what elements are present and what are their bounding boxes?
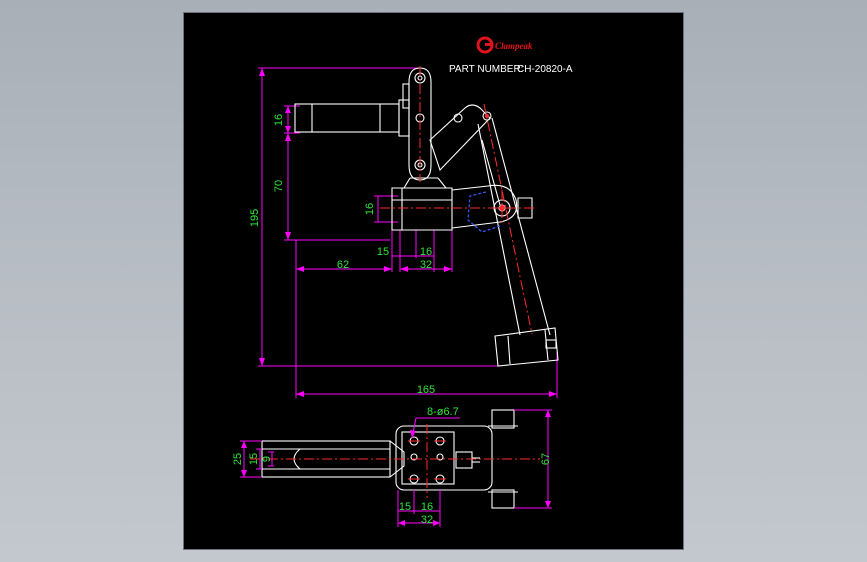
front-center-lines xyxy=(380,66,536,335)
front-arrowheads xyxy=(259,68,557,397)
dim-195: 195 xyxy=(249,209,261,227)
part-number-value: CH-20820-A xyxy=(517,64,573,75)
dim-70: 70 xyxy=(273,180,285,192)
plan-arrowheads xyxy=(241,410,551,526)
dim-165: 165 xyxy=(417,384,435,396)
plan-dimension-texts: 8-ø6.7 25 15 9 67 15 16 32 xyxy=(232,406,552,526)
part-number-label: PART NUMBER: xyxy=(449,64,523,75)
dim-62: 62 xyxy=(337,259,349,271)
dim-9: 9 xyxy=(261,456,273,462)
logo-text: Clampeak xyxy=(495,41,533,51)
front-hidden-lines xyxy=(467,191,501,233)
plan-center-lines xyxy=(250,424,540,498)
logo: Clampeak xyxy=(476,36,533,54)
dim-15-bottom: 15 xyxy=(399,501,411,513)
front-pivot-markers xyxy=(485,114,505,211)
dim-16-base: 16 xyxy=(420,246,432,258)
dim-32-bottom: 32 xyxy=(421,514,433,526)
dim-67: 67 xyxy=(540,453,552,465)
dim-25: 25 xyxy=(232,453,244,465)
front-dimension-lines xyxy=(258,67,558,398)
plan-hole-markers xyxy=(408,440,446,480)
dim-16-mid: 16 xyxy=(364,203,376,215)
cad-viewport[interactable] xyxy=(184,13,683,549)
dim-15-plan: 15 xyxy=(248,453,260,465)
front-view-outline xyxy=(294,67,559,367)
dim-15: 15 xyxy=(377,246,389,258)
dim-16-top: 16 xyxy=(273,114,285,126)
front-dimension-texts: 16 70 195 16 15 16 62 32 165 xyxy=(249,114,435,396)
dim-holes: 8-ø6.7 xyxy=(427,406,459,418)
dim-16-bottom: 16 xyxy=(421,501,433,513)
dim-32: 32 xyxy=(420,259,432,271)
